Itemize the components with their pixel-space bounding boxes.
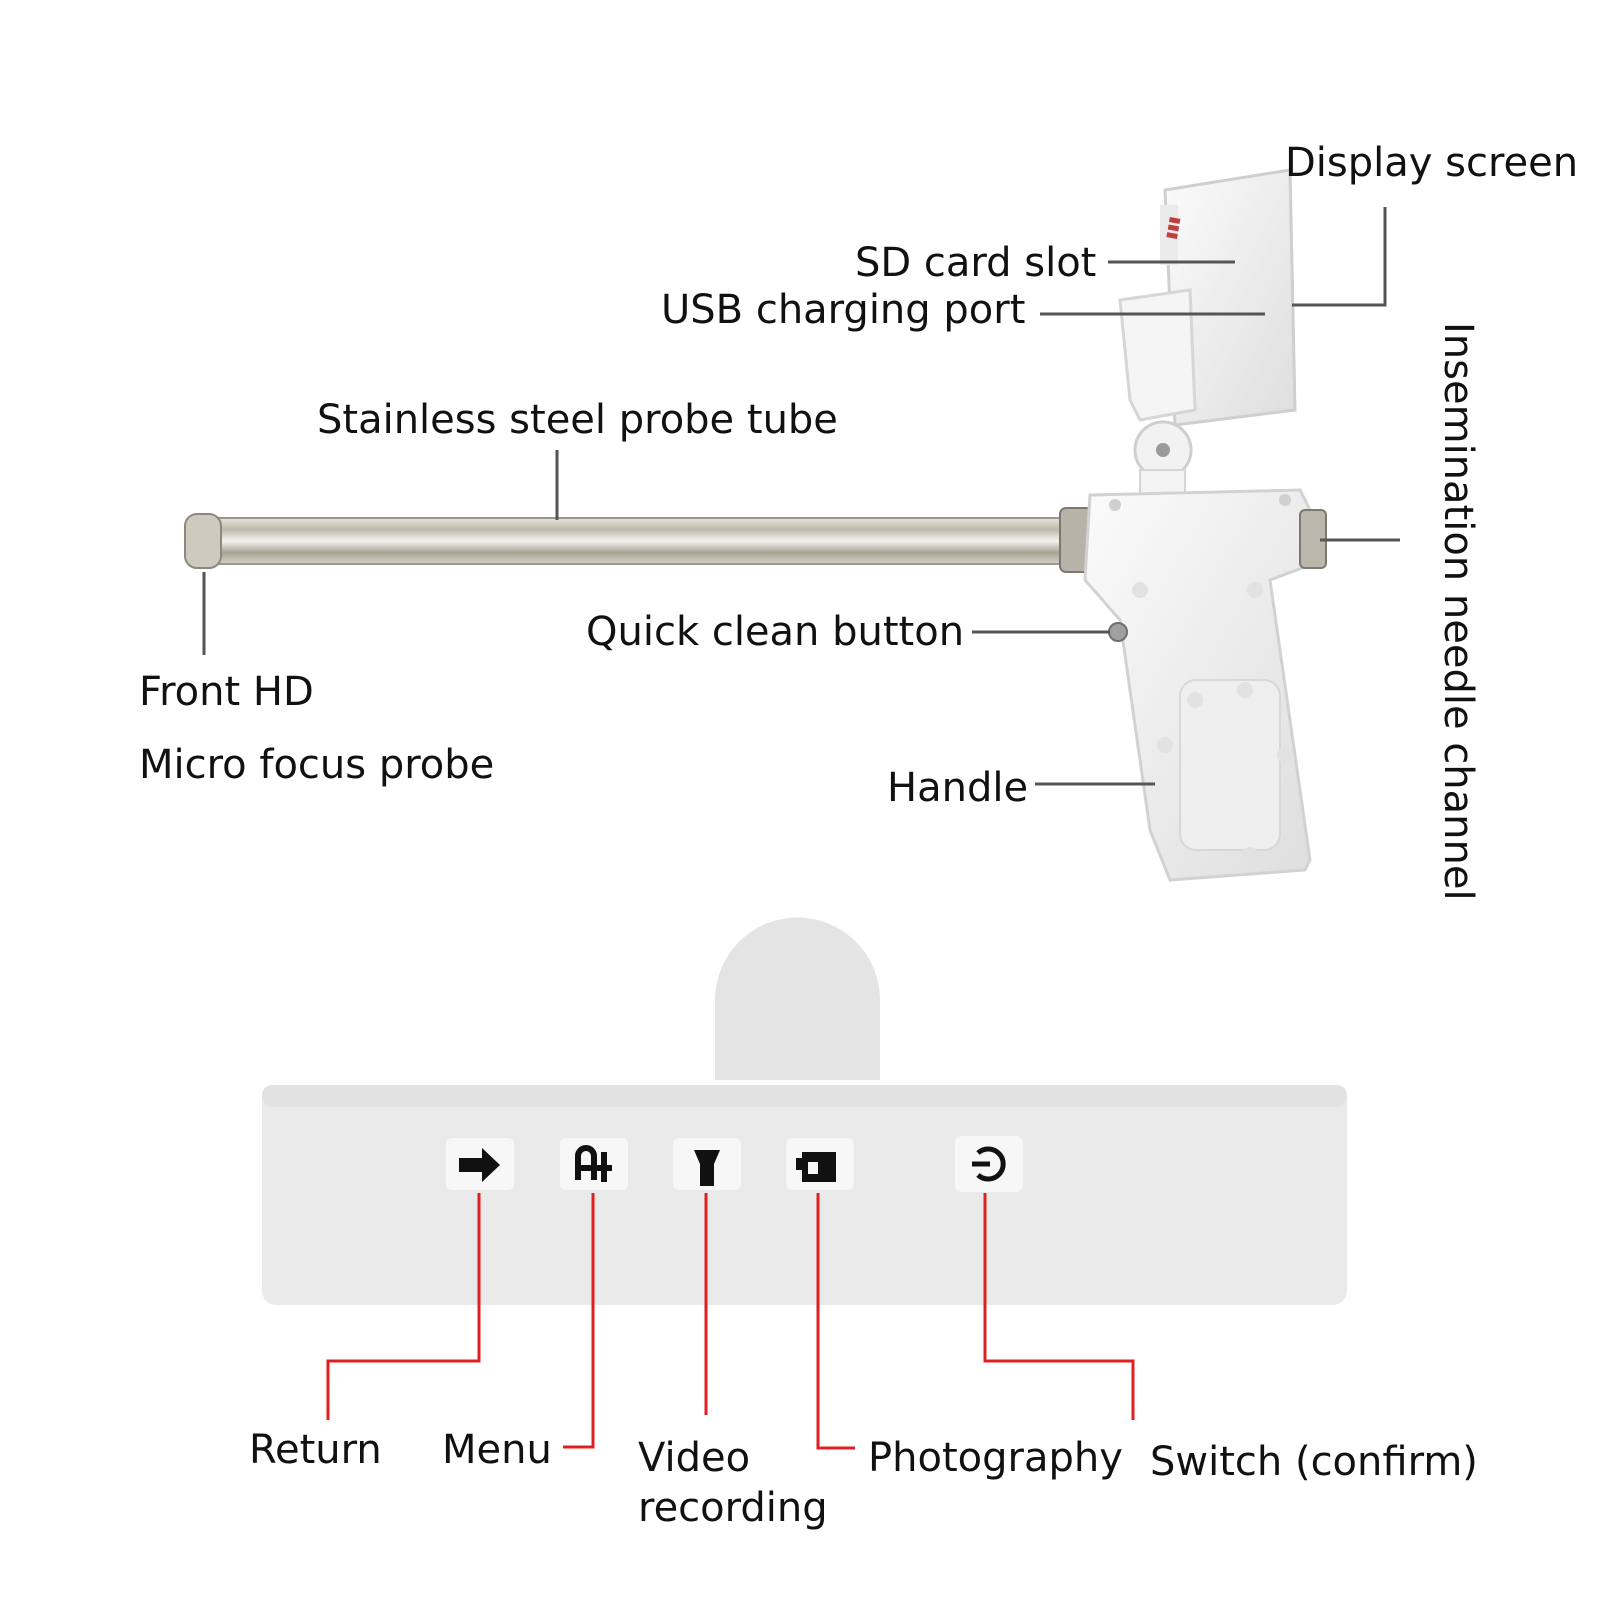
- sd-card-slot-label: SD card slot: [855, 240, 1097, 286]
- video-recording-label-line2: recording: [638, 1485, 828, 1531]
- panel-body: [262, 917, 1347, 1305]
- video-recording-label: Video recording: [638, 1433, 828, 1533]
- switch-confirm-label: Switch (confirm): [1150, 1439, 1478, 1485]
- flashlight-icon: [694, 1150, 720, 1186]
- display-screen: ▮▮▮: [1160, 168, 1297, 427]
- front-hd-label: Front HD: [139, 669, 314, 715]
- usb-charging-port-label: USB charging port: [661, 287, 1026, 333]
- menu-label: Menu: [442, 1427, 552, 1473]
- probe-tube: [184, 507, 1093, 573]
- display-hinge: [1118, 288, 1197, 511]
- arrow-right-icon: [459, 1148, 500, 1182]
- svg-text:▮▮▮: ▮▮▮: [1163, 215, 1183, 241]
- display-screen-label: Display screen: [1285, 140, 1579, 186]
- menu-icon: [575, 1145, 612, 1182]
- quick-clean-button-label: Quick clean button: [586, 609, 965, 655]
- handle-label: Handle: [887, 765, 1029, 811]
- video-recording-label-line1: Video: [638, 1435, 751, 1481]
- leader-lines: [202, 207, 1400, 786]
- probe-tube-label: Stainless steel probe tube: [317, 397, 838, 443]
- photography-label: Photography: [868, 1435, 1123, 1481]
- button-leader-lines: [326, 1193, 1135, 1450]
- camera-icon: [796, 1152, 836, 1182]
- micro-focus-probe-label: Micro focus probe: [139, 742, 495, 788]
- power-icon: [972, 1146, 1006, 1182]
- device-body: [1083, 488, 1327, 882]
- return-label: Return: [249, 1427, 382, 1473]
